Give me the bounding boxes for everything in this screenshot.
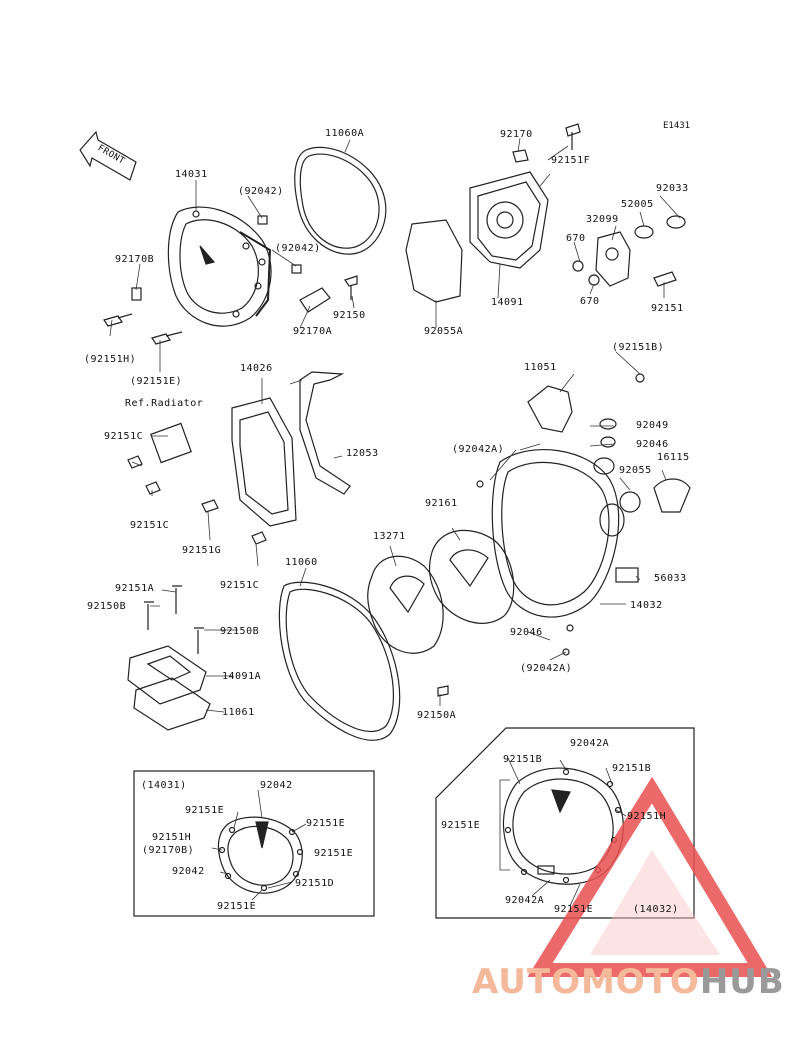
gasket-11060A [294, 146, 387, 255]
label-92042A-1: (92042A) [452, 444, 505, 455]
label-13271: 13271 [373, 531, 406, 542]
cover-14091 [469, 171, 549, 269]
label-92170: 92170 [500, 129, 533, 140]
inset-left-92151E-1: 92151E [185, 805, 225, 816]
inset-left-92151E-bottom: 92151E [217, 901, 257, 912]
inset-right-92151E: 92151E [441, 820, 481, 831]
inset-right-92151B-1: 92151B [503, 754, 543, 765]
label-92161: 92161 [425, 498, 458, 509]
breather-11051 [527, 385, 573, 433]
label-92046-b: 92046 [510, 627, 543, 638]
inset-right-92042A-top: 92042A [570, 738, 610, 749]
label-92151B: (92151B) [612, 342, 665, 353]
plate-92161 [428, 529, 515, 624]
label-32099: 32099 [586, 214, 619, 225]
inset-left-92151D: 92151D [295, 878, 335, 889]
front-arrow-icon [79, 130, 137, 181]
label-92055A: 92055A [424, 326, 464, 337]
label-92049: 92049 [636, 420, 669, 431]
cover-14091A [127, 645, 207, 705]
gasket-11060 [278, 581, 401, 741]
label-92151F: 92151F [551, 155, 591, 166]
label-92046-a: 92046 [636, 439, 669, 450]
bracket-12053 [299, 371, 351, 495]
label-92170B: 92170B [115, 254, 155, 265]
label-92151G: 92151G [182, 545, 222, 556]
label-92042A-2: (92042A) [520, 663, 573, 674]
label-670-a: 670 [566, 233, 586, 244]
cover-14031 [167, 206, 272, 327]
label-11051: 11051 [524, 362, 557, 373]
inset-right-92151B-2: 92151B [612, 763, 652, 774]
automotohub-logo-icon [527, 776, 773, 977]
label-92042-b: (92042) [275, 243, 321, 254]
label-92033: 92033 [656, 183, 689, 194]
label-92150A: 92150A [417, 710, 457, 721]
label-92150B-2: 92150B [220, 626, 260, 637]
cover-14032 [491, 449, 625, 618]
cover-14026 [231, 397, 297, 527]
inset-left-92170B: (92170B) [142, 845, 195, 856]
inset-right-92042A-bottom: 92042A [505, 895, 545, 906]
watermark-part2: HUB [699, 962, 785, 1002]
label-14091A: 14091A [222, 671, 262, 682]
watermark-text: AUTOMOTOHUB [472, 962, 785, 1002]
label-92151: 92151 [651, 303, 684, 314]
inset-right-title: (14032) [633, 904, 679, 915]
label-92055: 92055 [619, 465, 652, 476]
label-11060: 11060 [285, 557, 318, 568]
label-92150B: 92150B [87, 601, 127, 612]
gasket-11061 [133, 677, 211, 731]
plate-13271 [367, 555, 444, 654]
inset-left-92042-bottom: 92042 [172, 866, 205, 877]
label-92151C-3: 92151C [220, 580, 260, 591]
label-16115: 16115 [657, 452, 690, 463]
label-56033: 56033 [654, 573, 687, 584]
label-92150: 92150 [333, 310, 366, 321]
label-92151C-2: 92151C [130, 520, 170, 531]
label-92151E: (92151E) [130, 376, 183, 387]
label-14091: 14091 [491, 297, 524, 308]
label-52005: 52005 [621, 199, 654, 210]
label-92042-a: (92042) [238, 186, 284, 197]
inset-left-title: (14031) [141, 780, 187, 791]
label-92151C-1: 92151C [104, 431, 144, 442]
label-92151A: 92151A [115, 583, 155, 594]
label-92151H: (92151H) [84, 354, 137, 365]
label-12053: 12053 [346, 448, 379, 459]
inset-left-box [133, 770, 375, 917]
inset-left-92151E-3: 92151E [314, 848, 354, 859]
inset-left-92042-top: 92042 [260, 780, 293, 791]
inset-left-92151H: 92151H [152, 832, 192, 843]
pump-32099 [595, 231, 631, 287]
label-11061: 11061 [222, 707, 255, 718]
label-670-b: 670 [580, 296, 600, 307]
inset-right-92151E-bottom: 92151E [554, 904, 594, 915]
inset-right-box [435, 727, 695, 919]
inset-right-92151H: 92151H [627, 811, 667, 822]
watermark-part1: AUTOMOTO [472, 962, 700, 1002]
label-92170A: 92170A [293, 326, 333, 337]
diagram-code: E1431 [663, 121, 691, 131]
label-11060A: 11060A [325, 128, 365, 139]
label-14026: 14026 [240, 363, 273, 374]
ref-radiator-note: Ref.Radiator [125, 398, 204, 409]
gasket-92055A [405, 219, 463, 303]
inset-left-92151E-2: 92151E [306, 818, 346, 829]
label-14032: 14032 [630, 600, 663, 611]
label-14031: 14031 [175, 169, 208, 180]
